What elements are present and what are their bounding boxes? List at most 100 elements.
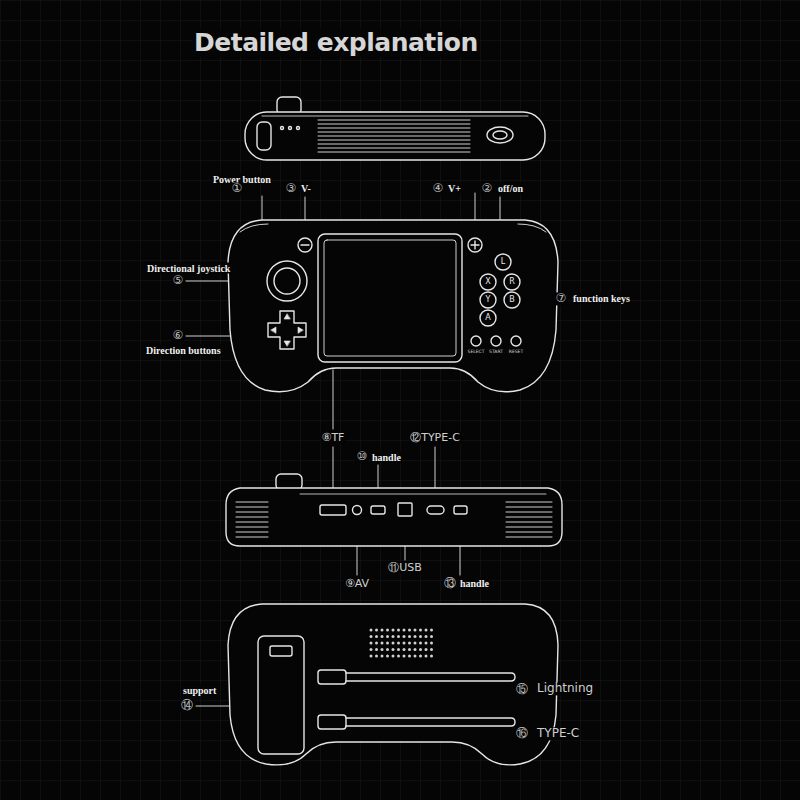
speaker-hole bbox=[408, 629, 411, 632]
cooling-fin bbox=[506, 512, 552, 513]
cable-label: Lightning bbox=[536, 682, 594, 695]
cooling-fin bbox=[318, 128, 470, 129]
speaker-hole bbox=[430, 648, 433, 651]
callout-number: ⑬ bbox=[443, 577, 457, 590]
cooling-fin bbox=[236, 522, 268, 523]
speaker-hole bbox=[386, 648, 389, 651]
callout-number: ⑦ bbox=[555, 292, 568, 305]
speaker-hole bbox=[375, 635, 378, 638]
speaker-hole bbox=[408, 642, 411, 645]
callout-number: ⑩ bbox=[356, 450, 369, 463]
speaker-hole bbox=[370, 642, 373, 645]
speaker-hole bbox=[370, 648, 373, 651]
cooling-fin bbox=[236, 517, 268, 518]
cooling-fin bbox=[506, 502, 552, 503]
cooling-fin bbox=[236, 532, 268, 533]
bottom-edge-view bbox=[226, 474, 562, 546]
part-name: V+ bbox=[447, 183, 462, 194]
speaker-hole bbox=[414, 629, 417, 632]
speaker-hole bbox=[392, 635, 395, 638]
cooling-fin bbox=[318, 120, 470, 121]
speaker-hole bbox=[425, 655, 428, 658]
port-label: ⑫TYPE-C bbox=[409, 432, 461, 444]
speaker-hole bbox=[403, 629, 406, 632]
speaker-hole bbox=[419, 648, 422, 651]
speaker-hole bbox=[397, 629, 400, 632]
front-view bbox=[228, 220, 558, 392]
cooling-fin bbox=[506, 517, 552, 518]
speaker-hole bbox=[375, 629, 378, 632]
speaker-hole bbox=[430, 642, 433, 645]
cooling-fin bbox=[318, 144, 470, 145]
speaker-hole bbox=[392, 642, 395, 645]
speaker-hole bbox=[386, 655, 389, 658]
button-caption: SELECT bbox=[468, 350, 485, 355]
speaker-hole bbox=[370, 655, 373, 658]
cable-label: TYPE-C bbox=[536, 727, 580, 740]
part-name: handle bbox=[371, 452, 402, 463]
button-letter: X bbox=[485, 278, 490, 287]
port-label: ⑪USB bbox=[387, 562, 423, 574]
callout-number: ④ bbox=[432, 182, 445, 195]
callout-number: ⑮ bbox=[515, 683, 529, 696]
button-letter: Y bbox=[486, 296, 491, 305]
part-name: V- bbox=[300, 183, 312, 194]
button-caption: RESET bbox=[509, 350, 523, 355]
speaker-hole bbox=[430, 635, 433, 638]
speaker-hole bbox=[430, 655, 433, 658]
speaker-hole bbox=[414, 655, 417, 658]
cooling-fin bbox=[318, 140, 470, 141]
button-letter: L bbox=[501, 258, 505, 267]
port-label: ⑨AV bbox=[344, 578, 370, 590]
part-name: off/on bbox=[497, 183, 524, 194]
cooling-fin bbox=[236, 512, 268, 513]
cooling-fin bbox=[236, 507, 268, 508]
cooling-fin bbox=[318, 132, 470, 133]
speaker-hole bbox=[375, 648, 378, 651]
speaker-hole bbox=[403, 655, 406, 658]
speaker-hole bbox=[370, 629, 373, 632]
part-name: Direction buttons bbox=[145, 345, 222, 356]
speaker-hole bbox=[425, 635, 428, 638]
speaker-hole bbox=[386, 629, 389, 632]
speaker-hole bbox=[397, 642, 400, 645]
speaker-hole bbox=[381, 629, 384, 632]
speaker-hole bbox=[408, 655, 411, 658]
top-view bbox=[245, 97, 545, 160]
speaker-hole bbox=[392, 648, 395, 651]
cooling-fin bbox=[318, 148, 470, 149]
cooling-fin bbox=[506, 537, 552, 538]
speaker-hole bbox=[403, 642, 406, 645]
cooling-fin bbox=[236, 537, 268, 538]
speaker-hole bbox=[381, 655, 384, 658]
speaker-hole bbox=[370, 635, 373, 638]
speaker-hole bbox=[425, 648, 428, 651]
callout-number: ⑤ bbox=[172, 274, 185, 287]
speaker-hole bbox=[414, 648, 417, 651]
button-letter: A bbox=[485, 314, 490, 323]
page-title: Detailed explanation bbox=[193, 29, 479, 57]
callout-number: ⑯ bbox=[515, 727, 529, 740]
speaker-hole bbox=[425, 629, 428, 632]
speaker-hole bbox=[403, 648, 406, 651]
speaker-hole bbox=[386, 635, 389, 638]
speaker-hole bbox=[386, 642, 389, 645]
speaker-hole bbox=[397, 648, 400, 651]
button-letter: B bbox=[509, 296, 515, 305]
speaker-hole bbox=[397, 655, 400, 658]
button-letter: R bbox=[509, 278, 515, 287]
speaker-hole bbox=[381, 648, 384, 651]
speaker-hole bbox=[430, 629, 433, 632]
speaker-hole bbox=[381, 635, 384, 638]
speaker-hole bbox=[419, 629, 422, 632]
callout-number: ③ bbox=[285, 182, 298, 195]
speaker-hole bbox=[403, 635, 406, 638]
speaker-hole bbox=[425, 642, 428, 645]
part-name: Directional joystick bbox=[146, 263, 231, 274]
speaker-hole bbox=[414, 642, 417, 645]
cooling-fin bbox=[506, 507, 552, 508]
callout-number: ⑥ bbox=[172, 329, 185, 342]
cooling-fin bbox=[506, 522, 552, 523]
